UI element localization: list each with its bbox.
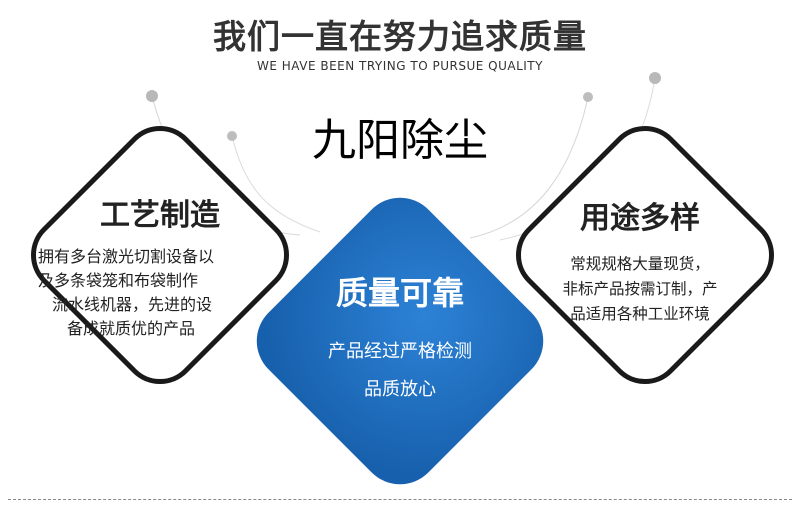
left-card-line: 流水线机器，先进的设: [52, 295, 213, 314]
right-card-body: 常规规格大量现货， 非标产品按需订制，产 品适用各种工业环境: [530, 252, 750, 327]
dot-left-inner: [227, 131, 237, 141]
center-card-body: 产品经过严格检测 品质放心: [280, 333, 520, 409]
right-card-line: 非标产品按需订制，产: [562, 280, 718, 298]
left-card-title: 工艺制造: [100, 198, 220, 233]
left-card-line: 拥有多台激光切割设备以: [38, 247, 215, 266]
right-card-line: 常规规格大量现货，: [570, 255, 710, 273]
right-card-line: 品适用各种工业环境: [570, 305, 710, 323]
center-card-line: 产品经过严格检测: [328, 341, 472, 362]
right-card-title: 用途多样: [580, 201, 700, 236]
page-title: 我们一直在努力追求质量: [213, 17, 587, 56]
right-diamond-outline: [515, 125, 775, 385]
left-card-body: 拥有多台激光切割设备以 及多条袋笼和布袋制作 流水线机器，先进的设 备成就质优的…: [20, 245, 280, 341]
left-card-line: 备成就质优的产品: [67, 319, 196, 338]
left-card-line: 及多条袋笼和布袋制作: [38, 271, 199, 290]
dot-left-outer: [146, 90, 158, 102]
bottom-divider: [8, 499, 792, 500]
center-card-line: 品质放心: [364, 379, 436, 400]
brand-name: 九阳除尘: [312, 115, 488, 166]
left-diamond-outline: [30, 125, 290, 385]
center-diamond: [256, 197, 544, 485]
arc-line-right-1: [469, 96, 589, 239]
center-card-title: 质量可靠: [335, 274, 464, 312]
arc-line-left-2: [231, 135, 321, 233]
dot-right-inner: [583, 92, 593, 102]
page-subtitle: WE HAVE BEEN TRYING TO PURSUE QUALITY: [257, 59, 543, 73]
dot-right-outer: [649, 72, 661, 84]
